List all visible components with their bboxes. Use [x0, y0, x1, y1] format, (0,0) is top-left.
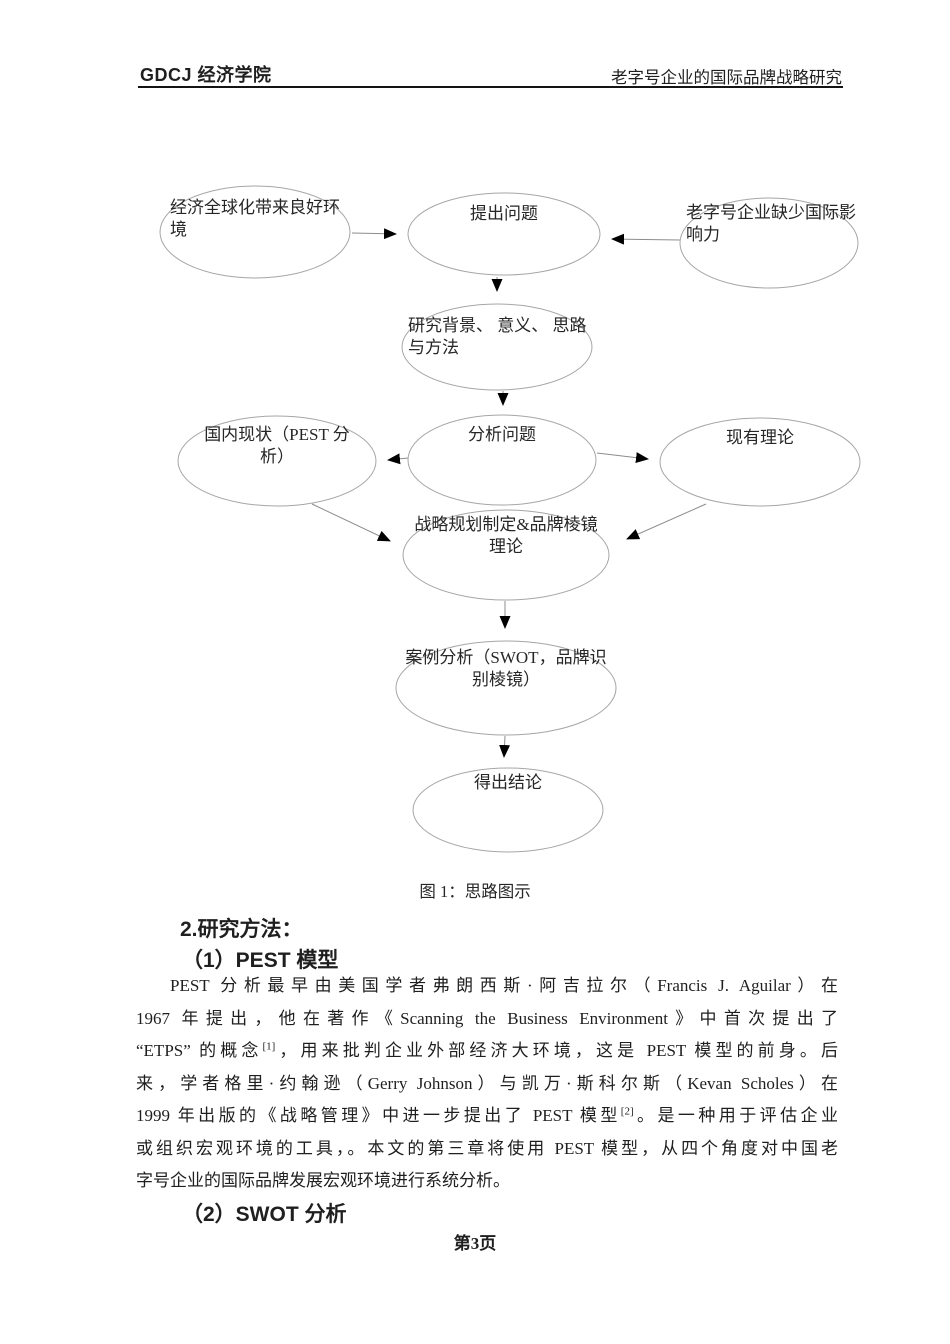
- text-run: “ETPS” 的概念: [136, 1041, 263, 1060]
- node-global-env-label: 境: [170, 220, 187, 239]
- section-heading-methods: 2.研究方法：: [180, 918, 303, 941]
- text-run: 1967 年提出，他在著作《Scanning the Business Envi…: [136, 1008, 838, 1028]
- arrow-case-to-conclusion: [499, 735, 511, 758]
- node-case-analysis-label: 案例分析（SWOT，品牌识: [405, 648, 606, 667]
- node-analyze-question-ellipse: [407, 414, 597, 506]
- page-number: 第3页: [453, 1234, 497, 1253]
- node-lack-influence-label: 响力: [686, 225, 720, 244]
- arrow-analyze-to-theory: [596, 452, 649, 464]
- node-raise-question-ellipse: [407, 192, 601, 276]
- arrow-analyze-to-domestic: [387, 453, 409, 465]
- paragraph-line: 1999 年出版的《战略管理》中进一步提出了 PEST 模型[2]。是一种用于评…: [136, 1100, 838, 1133]
- node-lack-influence-label: 老字号企业缺少国际影: [686, 203, 856, 222]
- text-run: 1999 年出版的《战略管理》中进一步提出了 PEST 模型: [136, 1106, 621, 1125]
- header-right-title: 老字号企业的国际品牌战略研究: [611, 68, 842, 87]
- text-run: 来，学者格里·约翰逊（Gerry Johnson）与凯万·斯科尔斯（Kevan …: [136, 1073, 838, 1093]
- heading-swot-analysis: （2）SWOT 分析: [182, 1203, 347, 1226]
- node-research-background-label: 与方法: [408, 338, 459, 357]
- text-run: 。是一种用于评估企业: [633, 1106, 838, 1125]
- paragraph-line: “ETPS” 的概念[1]，用来批判企业外部经济大环境，这是 PEST 模型的前…: [136, 1035, 838, 1068]
- node-domestic-status-label: 国内现状（PEST 分: [204, 425, 350, 444]
- pest-paragraph: PEST 分析最早由美国学者弗朗西斯·阿吉拉尔（Francis J. Aguil…: [136, 970, 838, 1198]
- paragraph-line: 1967 年提出，他在著作《Scanning the Business Envi…: [136, 1003, 838, 1036]
- node-global-env-label: 经济全球化带来良好环: [170, 198, 340, 217]
- arrow-lack-to-question: [611, 233, 681, 245]
- arrow-domestic-to-strategy: [311, 503, 391, 542]
- arrow-env-to-question: [351, 228, 397, 240]
- node-raise-question-label: 提出问题: [470, 204, 538, 223]
- node-existing-theory-label: 现有理论: [726, 428, 794, 447]
- text-run: 或组织宏观环境的工具，。本文的第三章将使用 PEST 模型，从四个角度对中国老: [136, 1138, 838, 1158]
- heading-pest-model: （1）PEST 模型: [182, 949, 339, 972]
- header-rule: [138, 86, 843, 88]
- node-research-background-ellipse: [401, 303, 593, 391]
- node-domestic-status-ellipse: [177, 415, 377, 507]
- node-research-background-label: 研究背景、 意义、 思路: [408, 316, 587, 335]
- text-run: ，用来批判企业外部经济大环境，这是 PEST 模型的前身。后: [275, 1041, 838, 1060]
- node-strategy-prism-label: 战略规划制定&品牌棱镜: [414, 515, 597, 534]
- footnote-ref-2: [2]: [620, 1105, 634, 1118]
- node-conclusion-ellipse: [412, 767, 604, 853]
- figure-caption: 图 1：思路图示: [419, 882, 531, 901]
- node-domestic-status-label: 析）: [260, 447, 294, 466]
- node-global-env-ellipse: [159, 185, 351, 279]
- text-run: PEST 分析最早由美国学者弗朗西斯·阿吉拉尔（Francis J. Aguil…: [170, 976, 838, 995]
- text-run: 字号企业的国际品牌发展宏观环境进行系统分析。: [136, 1171, 510, 1190]
- footnote-ref-1: [1]: [262, 1040, 276, 1053]
- node-strategy-prism-ellipse: [402, 509, 610, 601]
- node-case-analysis-label: 别棱镜）: [472, 670, 540, 689]
- node-case-analysis-ellipse: [395, 640, 617, 736]
- paragraph-line: 来，学者格里·约翰逊（Gerry Johnson）与凯万·斯科尔斯（Kevan …: [136, 1068, 838, 1101]
- node-conclusion-label: 得出结论: [474, 773, 542, 792]
- arrow-theory-to-strategy: [626, 503, 707, 540]
- header-left-title: GDCJ 经济学院: [140, 65, 272, 85]
- paragraph-line: 或组织宏观环境的工具，。本文的第三章将使用 PEST 模型，从四个角度对中国老: [136, 1133, 838, 1166]
- node-existing-theory-ellipse: [659, 417, 861, 507]
- node-strategy-prism-label: 理论: [489, 537, 523, 556]
- paragraph-line: PEST 分析最早由美国学者弗朗西斯·阿吉拉尔（Francis J. Aguil…: [136, 970, 838, 1003]
- node-analyze-question-label: 分析问题: [468, 425, 536, 444]
- paragraph-line: 字号企业的国际品牌发展宏观环境进行系统分析。: [136, 1165, 838, 1198]
- node-lack-influence-ellipse: [679, 197, 859, 289]
